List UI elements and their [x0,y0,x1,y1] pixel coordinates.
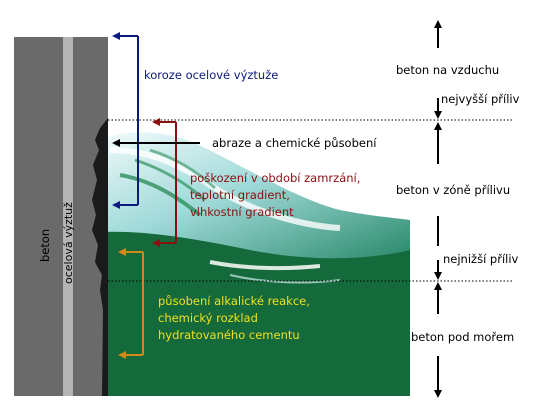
zone-air-label: beton na vzduchu [396,63,500,77]
damage-label-line3: vlhkostní gradient [190,205,294,219]
concrete-pier [14,37,108,396]
corrosion-bracket [112,32,139,209]
alkali-label-line1: působení alkalické reakce, [158,294,310,308]
alkali-bracket [118,248,144,359]
alkali-label-line3: hydratovaného cementu [158,328,300,342]
corrosion-label: koroze ocelové výztuže [144,68,279,82]
rebar-strip [63,37,73,396]
high-tide-label: nejvyšší příliv [441,92,520,106]
damage-label-line2: teplotní gradient, [190,188,290,202]
wave [100,132,410,284]
concrete-label: beton [38,228,52,262]
low-tide-label: nejnižší příliv [443,252,519,266]
damage-label-line1: poškození v období zamrzání, [190,171,361,185]
abrasion-label: abraze a chemické působení [212,136,377,150]
zone-tidal-label: beton v zóně přílivu [396,183,511,197]
eroded-edge [92,118,108,396]
rebar-label: ocelová výztuž [62,202,75,284]
zone-sea-label: beton pod mořem [411,330,515,344]
alkali-label-line2: chemický rozklad [158,311,258,325]
